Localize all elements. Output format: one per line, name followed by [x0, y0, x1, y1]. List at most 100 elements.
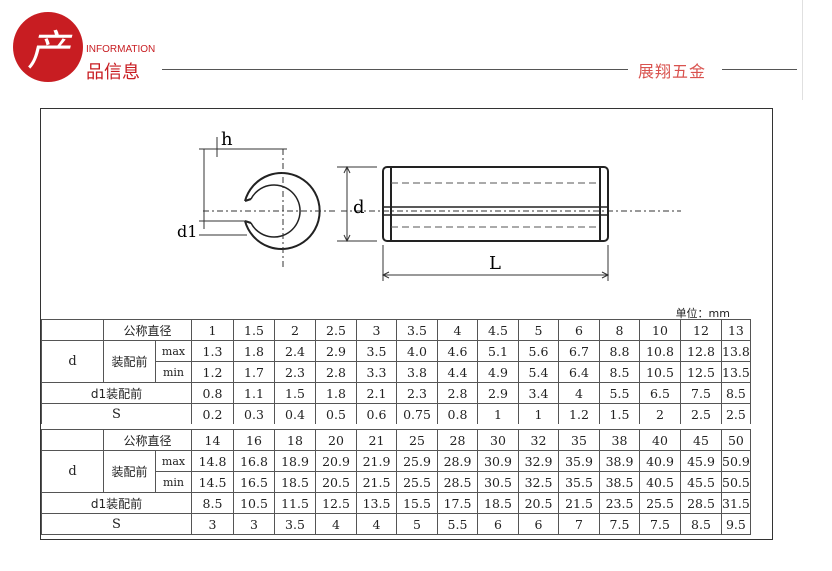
min-value: 1.7: [233, 361, 275, 383]
min-value: 20.5: [315, 471, 357, 493]
nominal-header: 公称直径: [103, 429, 192, 451]
s-value: 3.5: [274, 513, 316, 535]
max-value: 38.9: [599, 450, 640, 472]
nominal-value: 20: [315, 429, 357, 451]
d1-value: 12.5: [315, 492, 357, 514]
logo-char: 产: [26, 25, 69, 75]
max-value: 3.5: [356, 340, 397, 362]
min-value: 4.9: [477, 361, 519, 383]
d1-value: 21.5: [558, 492, 600, 514]
s-value: 7.5: [599, 513, 640, 535]
s-value: 0.6: [356, 403, 397, 425]
s-value: 0.4: [274, 403, 316, 425]
min-value: 10.5: [639, 361, 681, 383]
nominal-value: 32: [518, 429, 559, 451]
s-value: 0.3: [233, 403, 275, 425]
d1-value: 1.1: [233, 382, 275, 404]
info-label-cn: 品信息: [86, 62, 140, 83]
max-value: 4.6: [437, 340, 478, 362]
min-value: 8.5: [599, 361, 640, 383]
min-value: 25.5: [396, 471, 438, 493]
max-label: max: [155, 340, 192, 362]
nominal-value: 13: [721, 319, 751, 341]
nominal-value: 12: [680, 319, 722, 341]
side-view: [382, 166, 609, 242]
dim-L: [381, 245, 610, 281]
s-value: 5.5: [437, 513, 478, 535]
center-lines: [203, 149, 681, 269]
s-value: 3: [191, 513, 234, 535]
d1-value: 2.3: [396, 382, 438, 404]
s-value: 1: [477, 403, 519, 425]
s-value: 4: [356, 513, 397, 535]
min-value: 35.5: [558, 471, 600, 493]
max-label: max: [155, 450, 192, 472]
d1-value: 11.5: [274, 492, 316, 514]
min-value: 50.5: [721, 471, 751, 493]
dim-d1: [199, 220, 247, 236]
max-value: 20.9: [315, 450, 357, 472]
min-value: 45.5: [680, 471, 722, 493]
label-d1: d1: [177, 222, 197, 241]
max-value: 5.1: [477, 340, 519, 362]
d1-value: 8.5: [721, 382, 751, 404]
d1-value: 0.8: [191, 382, 234, 404]
s-value: 0.2: [191, 403, 234, 425]
header-divider-left: [162, 69, 628, 70]
d1-value: 3.4: [518, 382, 559, 404]
pin-drawing: h d1 d: [177, 129, 681, 281]
nominal-value: 2: [274, 319, 316, 341]
nominal-header: 公称直径: [103, 319, 192, 341]
s-value: 2: [639, 403, 681, 425]
d1-value: 1.8: [315, 382, 357, 404]
nominal-value: 10: [639, 319, 681, 341]
min-value: 18.5: [274, 471, 316, 493]
min-label: min: [155, 471, 192, 493]
nominal-value: 2.5: [315, 319, 357, 341]
s-value: 3: [233, 513, 275, 535]
nominal-value: 25: [396, 429, 438, 451]
max-value: 45.9: [680, 450, 722, 472]
max-value: 50.9: [721, 450, 751, 472]
d1-value: 23.5: [599, 492, 640, 514]
s-value: 0.75: [396, 403, 438, 425]
min-value: 3.8: [396, 361, 438, 383]
assembly-label: 装配前: [103, 450, 156, 493]
blank-cell: [41, 319, 104, 341]
nominal-value: 4.5: [477, 319, 519, 341]
min-value: 21.5: [356, 471, 397, 493]
max-value: 6.7: [558, 340, 600, 362]
max-value: 13.8: [721, 340, 751, 362]
min-value: 32.5: [518, 471, 559, 493]
min-value: 1.2: [191, 361, 234, 383]
hidden-lines: [391, 182, 600, 228]
d1-value: 4: [558, 382, 600, 404]
d1-value: 20.5: [518, 492, 559, 514]
blank-cell: [41, 429, 104, 451]
max-value: 25.9: [396, 450, 438, 472]
max-value: 4.0: [396, 340, 438, 362]
s-value: 2.5: [680, 403, 722, 425]
brand-name: 展翔五金: [638, 62, 707, 81]
min-value: 14.5: [191, 471, 234, 493]
s-value: 1.5: [599, 403, 640, 425]
max-value: 28.9: [437, 450, 478, 472]
s-value: 9.5: [721, 513, 751, 535]
nominal-value: 16: [233, 429, 275, 451]
min-value: 28.5: [437, 471, 478, 493]
min-value: 30.5: [477, 471, 519, 493]
min-value: 40.5: [639, 471, 681, 493]
max-value: 30.9: [477, 450, 519, 472]
min-label: min: [155, 361, 192, 383]
nominal-value: 3.5: [396, 319, 438, 341]
nominal-value: 28: [437, 429, 478, 451]
nominal-value: 45: [680, 429, 722, 451]
nominal-value: 5: [518, 319, 559, 341]
